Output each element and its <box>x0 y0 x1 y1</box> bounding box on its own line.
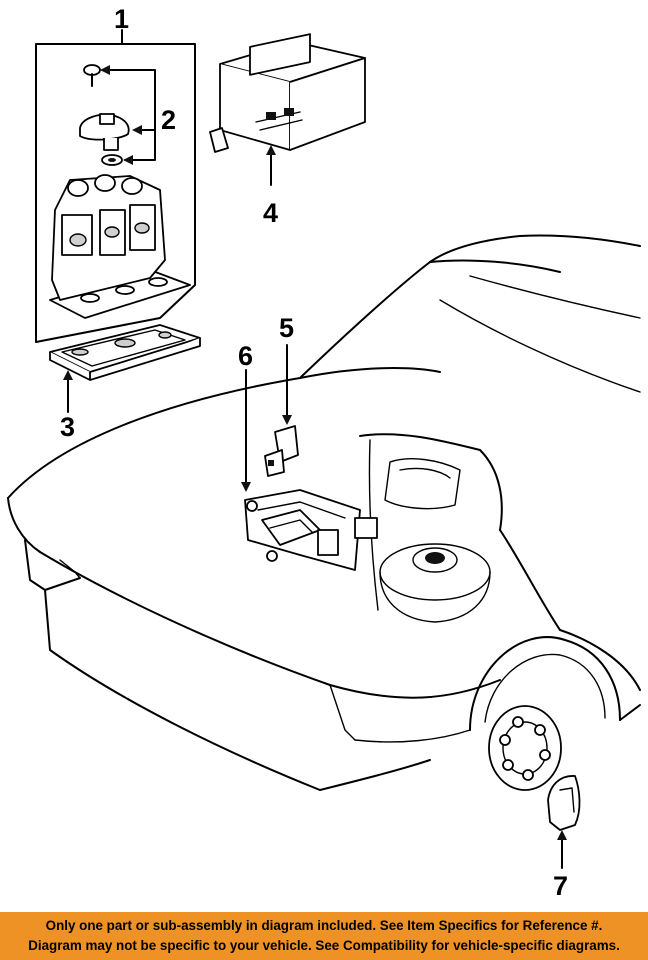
item-5-sensor <box>264 344 299 477</box>
item-1-bracket <box>35 29 196 343</box>
item-6-module <box>241 369 378 571</box>
callout-5: 5 <box>279 313 294 343</box>
item-1-abs-modulator <box>49 174 191 319</box>
disclaimer-banner: Only one part or sub-assembly in diagram… <box>0 912 648 960</box>
item-4-control-module <box>209 33 366 186</box>
disclaimer-line-1: Only one part or sub-assembly in diagram… <box>45 918 603 933</box>
callout-2: 2 <box>161 105 176 135</box>
callout-4: 4 <box>263 198 278 228</box>
callout-3: 3 <box>60 412 75 442</box>
parts-diagram: 1 2 3 4 5 6 7 <box>7 4 641 901</box>
item-7-wheel-sensor <box>547 775 581 869</box>
item-2-valve-parts <box>79 64 156 166</box>
item-3-base-plate <box>49 324 201 413</box>
callout-6: 6 <box>238 341 253 371</box>
disclaimer-line-2: Diagram may not be specific to your vehi… <box>28 938 620 953</box>
callout-1: 1 <box>114 4 129 34</box>
callout-7: 7 <box>553 871 568 901</box>
vehicle-body-outline <box>7 234 641 791</box>
